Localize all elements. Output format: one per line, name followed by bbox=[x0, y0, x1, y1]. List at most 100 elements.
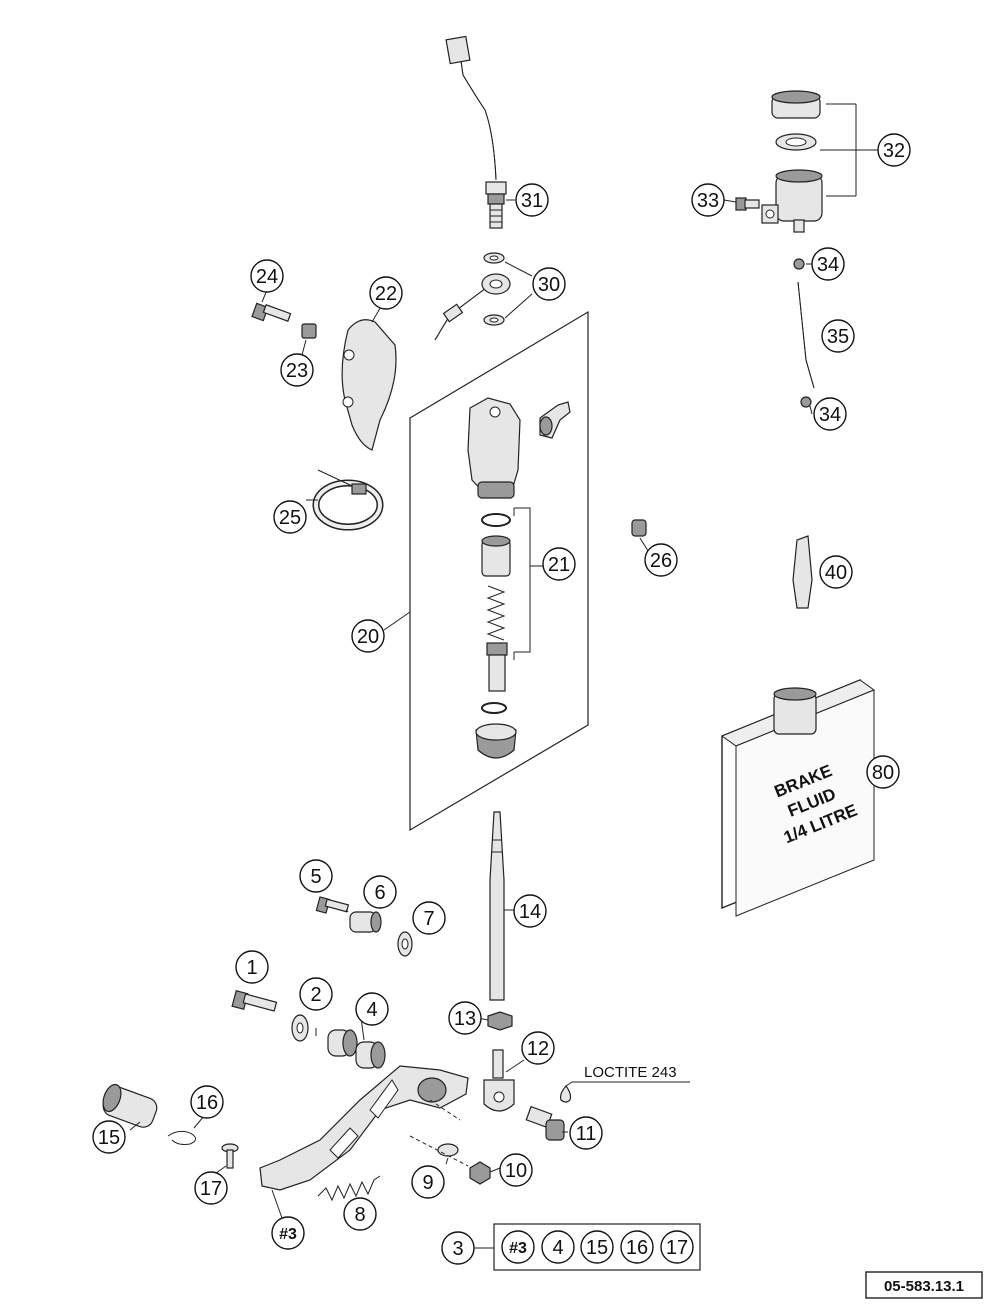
callout-33: 33 bbox=[691, 183, 725, 217]
svg-text:26: 26 bbox=[650, 550, 672, 572]
drawing-id-box: 05-583.13.1 bbox=[865, 1271, 983, 1299]
svg-text:10: 10 bbox=[505, 1160, 527, 1182]
spring-washer-7-part bbox=[397, 931, 413, 957]
callout-40: 40 bbox=[819, 555, 853, 589]
callout-25: 25 bbox=[273, 500, 307, 534]
svg-text:32: 32 bbox=[883, 140, 905, 162]
svg-text:15: 15 bbox=[586, 1237, 608, 1259]
svg-text:16: 16 bbox=[196, 1092, 218, 1114]
callout-17: 17 bbox=[194, 1171, 228, 1205]
kit-item-1: #3 bbox=[501, 1230, 535, 1264]
kit-item-2: 4 bbox=[541, 1230, 575, 1264]
callout-1: 1 bbox=[235, 950, 269, 984]
callout-34-top: 34 bbox=[811, 247, 845, 281]
callout-10: 10 bbox=[499, 1153, 533, 1187]
callout-23: 23 bbox=[280, 353, 314, 387]
callout-20: 20 bbox=[351, 619, 385, 653]
bleed-tool-40-part bbox=[792, 535, 813, 609]
callout-26: 26 bbox=[644, 543, 678, 577]
callout-32: 32 bbox=[877, 133, 911, 167]
callout-21: 21 bbox=[542, 547, 576, 581]
pressure-switch-part bbox=[445, 35, 507, 229]
callout-30: 30 bbox=[532, 267, 566, 301]
kit-callout-3: 3 bbox=[441, 1231, 475, 1265]
svg-text:#3: #3 bbox=[509, 1240, 527, 1257]
svg-text:8: 8 bbox=[354, 1204, 365, 1226]
svg-text:21: 21 bbox=[548, 554, 570, 576]
callout-7: 7 bbox=[412, 901, 446, 935]
return-spring-8-part bbox=[317, 1175, 381, 1202]
callout-35: 35 bbox=[821, 319, 855, 353]
bearing-4-part bbox=[327, 1029, 386, 1069]
callout-22: 22 bbox=[369, 276, 403, 310]
svg-text:14: 14 bbox=[519, 901, 541, 923]
bolt-24-part bbox=[251, 302, 292, 322]
svg-text:24: 24 bbox=[256, 266, 278, 288]
bolt-33-part bbox=[735, 197, 760, 211]
nut-13-part bbox=[487, 1011, 513, 1031]
callout-14: 14 bbox=[513, 894, 547, 928]
svg-text:22: 22 bbox=[375, 283, 397, 305]
svg-text:80: 80 bbox=[872, 762, 894, 784]
callout-34-bottom: 34 bbox=[813, 397, 847, 431]
kit-item-4: 16 bbox=[620, 1230, 654, 1264]
svg-text:7: 7 bbox=[423, 908, 434, 930]
bolt-5-part bbox=[315, 896, 350, 914]
svg-text:15: 15 bbox=[98, 1127, 120, 1149]
svg-text:20: 20 bbox=[357, 626, 379, 648]
callout-31: 31 bbox=[515, 183, 549, 217]
svg-text:12: 12 bbox=[527, 1038, 549, 1060]
brake-fluid-can-part bbox=[720, 678, 876, 917]
washer-2-part bbox=[291, 1014, 309, 1042]
svg-text:30: 30 bbox=[538, 274, 560, 296]
callout-11: 11 bbox=[569, 1116, 603, 1150]
svg-text:23: 23 bbox=[286, 360, 308, 382]
callout-9: 9 bbox=[411, 1165, 445, 1199]
callout-15: 15 bbox=[92, 1120, 126, 1154]
grommet-26-part bbox=[631, 519, 647, 537]
kit-item-5: 17 bbox=[660, 1230, 694, 1264]
brake-pedal-part bbox=[259, 1065, 469, 1191]
cable-tie-part bbox=[312, 469, 384, 531]
svg-text:34: 34 bbox=[817, 254, 839, 276]
callout-24: 24 bbox=[250, 259, 284, 293]
callout-16: 16 bbox=[190, 1085, 224, 1119]
reservoir-part bbox=[761, 90, 823, 233]
bushing-6-part bbox=[349, 911, 382, 933]
callout-80: 80 bbox=[866, 755, 900, 789]
pivot-bolt-1-part bbox=[231, 989, 278, 1012]
svg-text:13: 13 bbox=[454, 1008, 476, 1030]
svg-text:4: 4 bbox=[552, 1237, 563, 1259]
callout-5: 5 bbox=[299, 859, 333, 893]
clevis-12-part bbox=[483, 1049, 515, 1112]
svg-text:40: 40 bbox=[825, 562, 847, 584]
svg-text:4: 4 bbox=[366, 999, 377, 1021]
kit-item-3: 15 bbox=[580, 1230, 614, 1264]
push-rod-part bbox=[489, 811, 505, 1001]
svg-text:33: 33 bbox=[697, 190, 719, 212]
callout-6: 6 bbox=[363, 875, 397, 909]
banjo-fitting-part bbox=[434, 252, 511, 341]
callout-2: 2 bbox=[299, 977, 333, 1011]
svg-text:2: 2 bbox=[310, 984, 321, 1006]
pedal-tip-15-part bbox=[102, 1083, 158, 1128]
svg-text:9: 9 bbox=[422, 1172, 433, 1194]
callouts: 31 30 32 33 34 35 34 24 22 23 25 21 26 4… bbox=[92, 133, 911, 1250]
loctite-drop bbox=[559, 1085, 572, 1103]
assembly-frame bbox=[409, 310, 589, 832]
svg-text:#3: #3 bbox=[279, 1226, 297, 1243]
callout-8: 8 bbox=[343, 1197, 377, 1231]
svg-text:17: 17 bbox=[200, 1178, 222, 1200]
callout-4: 4 bbox=[355, 992, 389, 1026]
svg-text:31: 31 bbox=[521, 190, 543, 212]
svg-text:5: 5 bbox=[310, 866, 321, 888]
drawing-id: 05-583.13.1 bbox=[884, 1278, 964, 1295]
pin-17-part bbox=[221, 1143, 239, 1169]
nut-23-part bbox=[301, 323, 317, 339]
svg-text:1: 1 bbox=[246, 957, 257, 979]
svg-text:34: 34 bbox=[819, 404, 841, 426]
loctite-note: LOCTITE 243 bbox=[584, 1064, 677, 1081]
bolt-11-part bbox=[525, 1105, 565, 1141]
svg-text:35: 35 bbox=[827, 326, 849, 348]
